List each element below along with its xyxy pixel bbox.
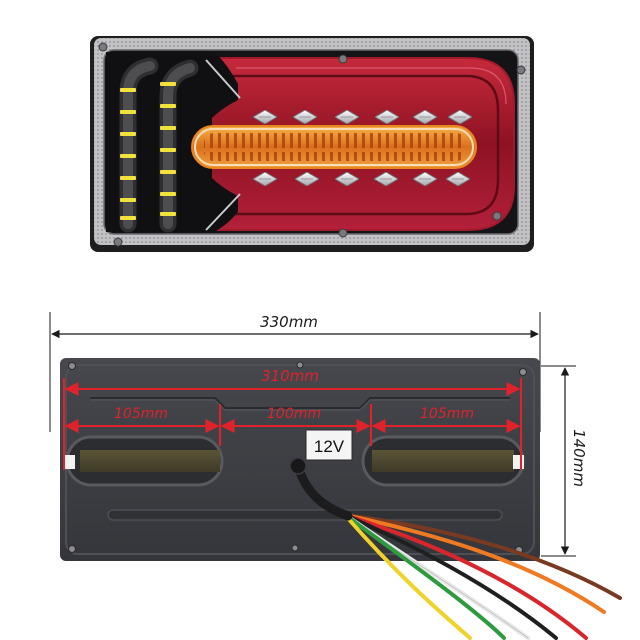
amber-bar-outline	[194, 128, 474, 166]
front-screws	[98, 42, 526, 247]
turn-signal-led	[160, 82, 176, 86]
screw-icon	[516, 65, 526, 75]
screw-icon	[291, 544, 299, 552]
mounting-span-label: 310mm	[261, 367, 319, 385]
voltage-sticker: 12V	[305, 429, 353, 461]
turn-signal-led	[160, 212, 176, 216]
red-inner-contour	[232, 74, 500, 216]
wire-brown	[343, 513, 622, 600]
height-label: 140mm	[570, 429, 588, 487]
plate-flange-highlight	[90, 399, 510, 411]
screw-icon	[492, 211, 502, 221]
turn-signal-led	[160, 104, 176, 108]
screw-icon	[296, 361, 304, 369]
right-section-label: 105mm	[420, 406, 474, 422]
turn-signal-led	[160, 148, 176, 152]
turn-signal-led	[120, 88, 136, 92]
turn-strip-right-inner	[163, 63, 195, 229]
turn-signal-led	[160, 170, 176, 174]
screw-icon	[113, 237, 123, 247]
wiring-harness	[289, 457, 622, 640]
screw-icon	[338, 54, 348, 64]
cable-grommet	[289, 457, 307, 475]
overall-length-dimension: 330mm	[49, 312, 541, 432]
amber-bar-leds	[204, 133, 466, 161]
right-bracket-clip	[513, 455, 524, 469]
turn-signal-led	[120, 154, 136, 158]
red-highlight	[236, 67, 507, 105]
voltage-sticker-background	[305, 429, 353, 461]
height-dimension: 140mm	[541, 365, 588, 557]
turn-signal-led	[120, 132, 136, 136]
wire-red	[343, 513, 588, 640]
turn-signal-led	[160, 126, 176, 130]
wire-yellow	[343, 513, 472, 640]
turn-signal-led	[120, 110, 136, 114]
tail-light-front-view	[90, 36, 534, 252]
plate-groove	[107, 509, 503, 521]
left-bracket-clip	[64, 455, 75, 469]
turn-signal-led	[120, 216, 136, 220]
overall-length-label: 330mm	[260, 313, 318, 331]
center-section-label: 100mm	[267, 406, 321, 422]
right-slot-window	[372, 450, 514, 472]
screw-icon	[68, 545, 76, 553]
wire-green	[343, 513, 506, 640]
screw-icon	[68, 362, 76, 370]
voltage-label: 12V	[314, 437, 345, 456]
turn-signal-led	[160, 192, 176, 196]
plate-flange-line	[90, 397, 510, 409]
screw-icon	[98, 42, 108, 52]
turn-signal-led	[120, 198, 136, 202]
mounting-dimensions: 310mm 105mm 100mm 105mm	[63, 367, 522, 470]
left-slot-window	[80, 450, 220, 472]
screw-icon	[519, 368, 527, 376]
chevron-light-guide	[205, 59, 241, 231]
wire-orange	[343, 513, 606, 614]
left-section-label: 105mm	[114, 406, 168, 422]
screw-icon	[338, 228, 348, 238]
turn-signal-leds	[120, 82, 176, 220]
turn-signal-led	[120, 176, 136, 180]
wire-black	[343, 513, 558, 640]
